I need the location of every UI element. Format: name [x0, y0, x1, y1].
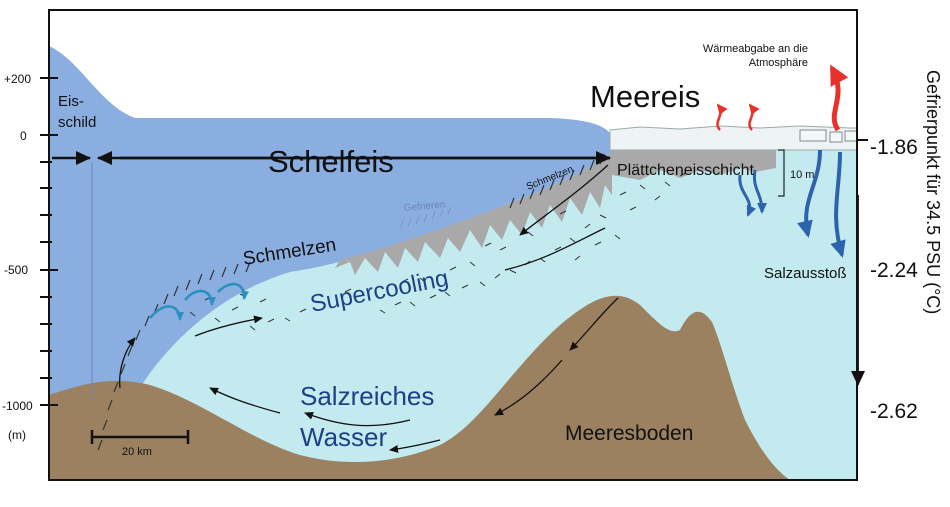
fp-axis-title: Gefrierpunkt für 34.5 PSU (°C) [923, 70, 943, 314]
depth-tick-0: 0 [20, 129, 27, 143]
ice-floe-1 [799, 129, 827, 142]
label-salzreiches-2: Wasser [300, 422, 387, 452]
label-salzausstoss: Salzausstoß [764, 265, 847, 282]
flow-arrow-bottom [389, 439, 441, 453]
platelet-ice-layer [612, 150, 776, 180]
diagram-frame [48, 9, 858, 481]
label-schelfeis: Schelfeis [268, 144, 394, 179]
salt-rejection-arrows-large [797, 149, 846, 258]
frazil-ice-particles [189, 172, 687, 331]
circulation-arrows [119, 164, 619, 453]
ice-floe-2 [829, 131, 843, 143]
salt-arrow-1 [738, 174, 757, 217]
scale-bar [90, 430, 190, 444]
flow-arrow-right [569, 297, 619, 351]
label-10m: 10 m [790, 169, 814, 181]
melt-curl-arrows [149, 282, 250, 321]
label-meeresboden: Meeresboden [565, 422, 693, 445]
salt-rejection-arrows [738, 169, 767, 217]
ice-sheet-and-shelf [49, 46, 613, 480]
label-eisschild-1: Eis- [58, 93, 84, 110]
fp-value-2: -2.24 [870, 259, 918, 282]
flow-arrow-lower-right-2 [304, 412, 411, 427]
fp-value-1: -1.86 [870, 136, 918, 159]
flow-arrow-mid [194, 315, 263, 337]
depth-axis-ticks [40, 77, 58, 406]
depth-tick-1000: -1000 [2, 399, 33, 413]
depth-tick-200: +200 [4, 72, 31, 86]
melting-hatching [97, 153, 605, 451]
melt-curl-1 [149, 305, 184, 321]
flow-arrow-left [119, 337, 136, 389]
heat-arrow-2 [748, 103, 760, 131]
salt-arrow-big-1 [797, 149, 822, 238]
heat-arrow-large [829, 64, 849, 132]
freezing-hatching [399, 206, 452, 229]
label-meereis: Meereis [590, 79, 700, 114]
frazil-crystals-under-shelf [335, 152, 612, 275]
heat-loss-arrows [716, 103, 760, 131]
ice-floe-3 [844, 130, 857, 142]
label-waermeabgabe-2: Atmosphäre [749, 57, 808, 69]
salt-arrow-2 [752, 169, 767, 214]
fp-value-3: -2.62 [870, 400, 918, 423]
depth-unit: (m) [8, 428, 26, 442]
heat-arrow-1 [716, 103, 728, 131]
label-salzreiches-1: Salzreiches [300, 381, 434, 411]
label-plaettcheneisschicht: Plättcheneisschicht [617, 162, 755, 179]
label-scale-bar: 20 km [122, 446, 152, 458]
seafloor [49, 295, 790, 480]
flow-arrow-upper-2 [504, 227, 606, 271]
salt-arrow-big-2 [830, 151, 846, 258]
melt-curl-3 [217, 282, 250, 300]
label-waermeabgabe-1: Wärmeabgabe an die [703, 43, 808, 55]
melt-curl-2 [184, 289, 216, 306]
flow-arrow-upper [519, 164, 609, 236]
flow-arrow-bottom-left [209, 387, 281, 414]
ten-m-bracket [778, 149, 785, 197]
label-gefrieren: Gefrieren [403, 199, 445, 214]
depth-tick-500: -500 [4, 263, 28, 277]
flow-arrow-lower-right [494, 359, 563, 416]
label-eisschild-2: schild [58, 114, 96, 131]
